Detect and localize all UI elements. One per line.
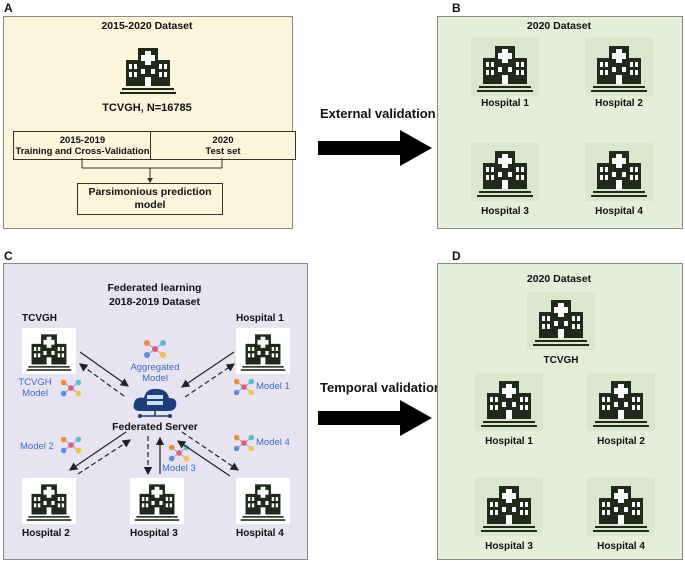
hospital-icon — [471, 143, 539, 201]
fl-tcvgh-label: TCVGH — [22, 313, 57, 324]
panel-c-title-line2: 2018-2019 Dataset — [108, 296, 201, 308]
model-line2: model — [134, 199, 166, 211]
hospital-icon — [236, 328, 290, 374]
hospital-icon — [475, 478, 543, 536]
hospital-icon — [587, 478, 655, 536]
panel-b-letter: B — [452, 1, 461, 15]
panel-b-hospital-2: Hospital 2 — [595, 98, 643, 109]
panel-c-title-line1: Federated learning — [107, 282, 202, 294]
hospital-icon — [22, 328, 76, 374]
hospital-icon — [475, 373, 543, 431]
hospital-icon — [587, 373, 655, 431]
panel-c-letter: C — [4, 249, 13, 263]
tcvgh-model-label: TCVGH Model — [12, 377, 58, 399]
hospital-icon — [22, 478, 76, 524]
hospital-icon — [585, 38, 653, 96]
panel-b-title: 2020 Dataset — [526, 20, 592, 32]
block-arrow-right-icon — [318, 400, 432, 436]
hospital-icon — [585, 143, 653, 201]
temporal-validation-label: Temporal validation — [320, 380, 442, 395]
panel-c-title: Federated learning 2018-2019 Dataset — [3, 281, 306, 309]
panel-b-hospital-4: Hospital 4 — [595, 206, 643, 217]
panel-a-hospital-label: TCVGH, N=16785 — [102, 102, 192, 114]
panel-d-hospital-2: Hospital 2 — [597, 436, 645, 447]
model-3-label: Model 3 — [162, 463, 196, 474]
model-line1: Parsimonious prediction — [88, 186, 212, 198]
block-arrow-right-icon — [318, 130, 432, 166]
fl-hospital-3-label: Hospital 3 — [130, 528, 178, 539]
model-4-label: Model 4 — [256, 437, 290, 448]
fl-hospital-4-label: Hospital 4 — [236, 528, 284, 539]
panel-d-hospital-4: Hospital 4 — [597, 541, 645, 552]
fl-hospital-1-label: Hospital 1 — [236, 313, 284, 324]
cloud-server-icon — [133, 388, 177, 418]
hospital-icon — [130, 478, 184, 524]
panel-d-title: 2020 Dataset — [526, 273, 592, 285]
hospital-icon — [527, 292, 595, 350]
test-year: 2020 — [212, 134, 234, 146]
panel-d-tcvgh: TCVGH — [543, 355, 579, 366]
panel-a-letter: A — [4, 1, 13, 15]
panel-d-letter: D — [452, 249, 461, 263]
panel-d-hospital-1: Hospital 1 — [485, 436, 533, 447]
hospital-icon — [236, 478, 290, 524]
training-label: Training and Cross-Validation — [15, 145, 150, 157]
panel-b-hospital-1: Hospital 1 — [481, 98, 529, 109]
aggregated-model-label: Aggregated Model — [120, 362, 190, 384]
panel-d-hospital-3: Hospital 3 — [485, 541, 533, 552]
training-years: 2015-2019 — [59, 134, 106, 146]
fl-hospital-2-label: Hospital 2 — [22, 528, 70, 539]
panel-b-hospital-3: Hospital 3 — [481, 206, 529, 217]
federated-server-label: Federated Server — [112, 421, 198, 433]
tcvgh-model-line2: Model — [22, 388, 48, 399]
tcvgh-model-line1: TCVGH — [18, 377, 52, 388]
aggregated-line1: Aggregated — [130, 362, 180, 373]
model-1-label: Model 1 — [256, 381, 290, 392]
model-2-label: Model 2 — [20, 441, 54, 452]
aggregated-line2: Model — [142, 373, 168, 384]
external-validation-label: External validation — [320, 106, 436, 121]
hospital-icon — [471, 38, 539, 96]
panel-a-title: 2015-2020 Dataset — [101, 20, 193, 32]
test-label: Test set — [205, 145, 241, 157]
